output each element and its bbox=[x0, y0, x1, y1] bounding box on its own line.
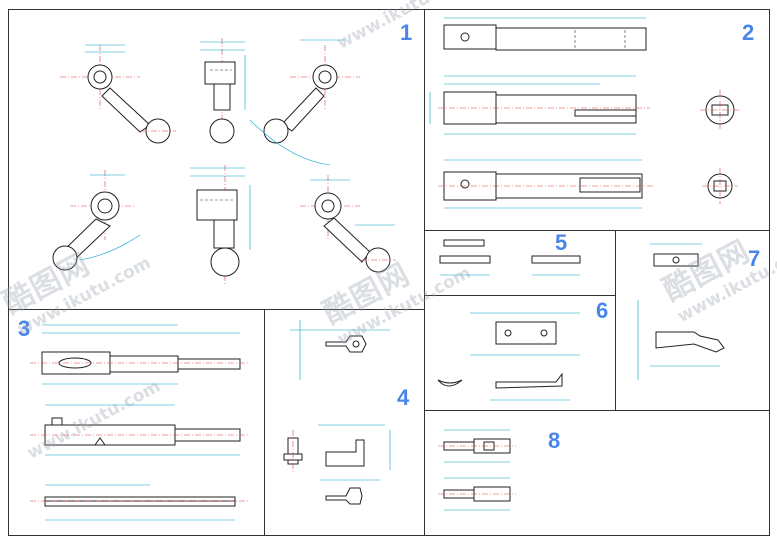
panel-2-shaft-top bbox=[443, 17, 647, 51]
panel-2-shaft-end-view-a bbox=[700, 90, 740, 130]
panel-4-lever-top bbox=[290, 320, 390, 380]
panel-8-pin-top bbox=[438, 429, 516, 463]
panel-number-1: 1 bbox=[400, 20, 413, 45]
panel-2-shaft-middle bbox=[429, 75, 650, 135]
panel-1-rocker-arm-side-view bbox=[200, 38, 246, 145]
panel-number-6: 6 bbox=[596, 298, 609, 323]
panel-6-slide-bar bbox=[490, 372, 570, 401]
panel-4-lever-bottom bbox=[320, 479, 380, 505]
panel-5-plate-right bbox=[531, 255, 581, 276]
panel-1-rocker-arm-lower-center-view bbox=[190, 165, 251, 285]
panel-3-rod-bottom bbox=[30, 484, 250, 521]
panel-5-plate-top bbox=[443, 239, 485, 247]
panel-4-bracket-center bbox=[318, 424, 391, 470]
panel-1-rocker-arm-mirror-view bbox=[249, 39, 360, 166]
panel-3-rod-top bbox=[30, 324, 250, 385]
panel-7-latch-side bbox=[637, 300, 725, 380]
panel-2-shaft-end-view-b bbox=[702, 168, 738, 204]
panel-6-slider-block bbox=[470, 312, 580, 356]
panel-number-4: 4 bbox=[397, 385, 410, 410]
panel-number-3: 3 bbox=[18, 316, 31, 341]
panel-7-latch-top bbox=[650, 243, 702, 267]
panel-3-rod-middle bbox=[30, 404, 250, 456]
panel-5-plate-left bbox=[439, 255, 491, 276]
panel-1-rocker-arm-front-view bbox=[60, 44, 176, 144]
panel-number-5: 5 bbox=[555, 230, 568, 255]
panel-1-rocker-arm-lower-right-view bbox=[300, 175, 396, 273]
panel-2-shaft-bottom bbox=[438, 159, 655, 209]
panel-number-8: 8 bbox=[548, 428, 561, 453]
panel-6-crescent bbox=[437, 379, 463, 387]
panel-number-7: 7 bbox=[748, 246, 761, 271]
panel-1-rocker-arm-lower-left-view bbox=[52, 170, 141, 271]
panel-4-bracket-left bbox=[283, 430, 303, 472]
panel-number-2: 2 bbox=[742, 20, 755, 45]
panel-8-pin-bottom bbox=[438, 477, 516, 511]
